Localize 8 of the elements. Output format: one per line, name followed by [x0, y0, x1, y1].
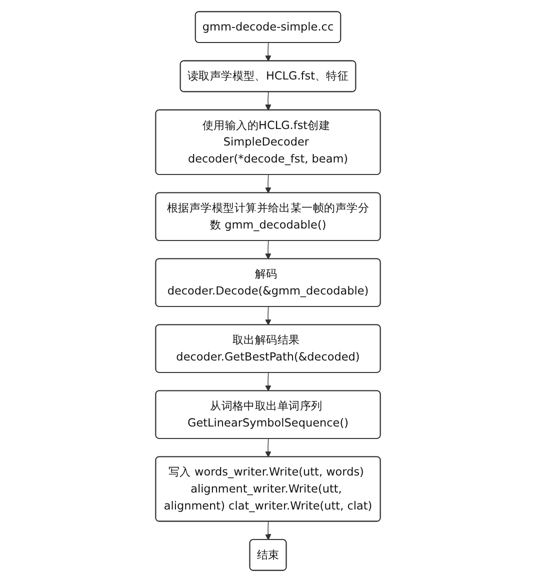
arrow — [265, 42, 272, 62]
arrow — [265, 372, 272, 392]
arrow — [265, 438, 272, 458]
arrow — [265, 174, 272, 194]
arrow — [265, 306, 272, 326]
arrow — [265, 521, 272, 540]
arrow — [265, 92, 272, 111]
arrow — [265, 240, 272, 260]
